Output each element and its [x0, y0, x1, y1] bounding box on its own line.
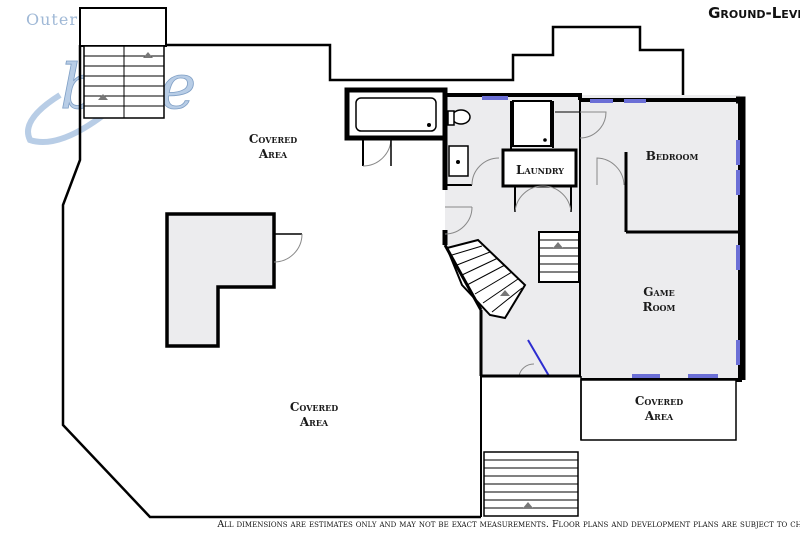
l-shaped-storage	[165, 212, 303, 348]
covered-area-bottom-label-line1: Covered	[290, 400, 338, 414]
game-room-label-line1: Game	[643, 285, 674, 299]
covered-area-outline	[61, 25, 685, 519]
covered-area-top-label-line2: Area	[258, 147, 288, 161]
interior-rooms	[442, 93, 746, 382]
bedroom-label: Bedroom	[646, 149, 699, 163]
covered-area-right-label-line1: Covered	[635, 394, 683, 408]
top-left-stairs	[83, 45, 165, 119]
entry-stairs	[480, 376, 582, 517]
logo-swoosh	[25, 92, 112, 145]
bottom-right-covered-area	[580, 379, 737, 441]
game-room-label-line2: Room	[643, 300, 676, 314]
stair-landing-box	[79, 7, 167, 47]
covered-area-right-label-line2: Area	[644, 409, 674, 423]
covered-area-bottom-label-line2: Area	[299, 415, 329, 429]
disclaimer-text: All dimensions are estimates only and ma…	[216, 519, 800, 530]
covered-area-top-label-line1: Covered	[249, 132, 297, 146]
level-title: Ground-Level	[708, 4, 800, 22]
bathtub-outdoor-shower	[344, 87, 448, 167]
laundry-label: Laundry	[516, 163, 564, 177]
